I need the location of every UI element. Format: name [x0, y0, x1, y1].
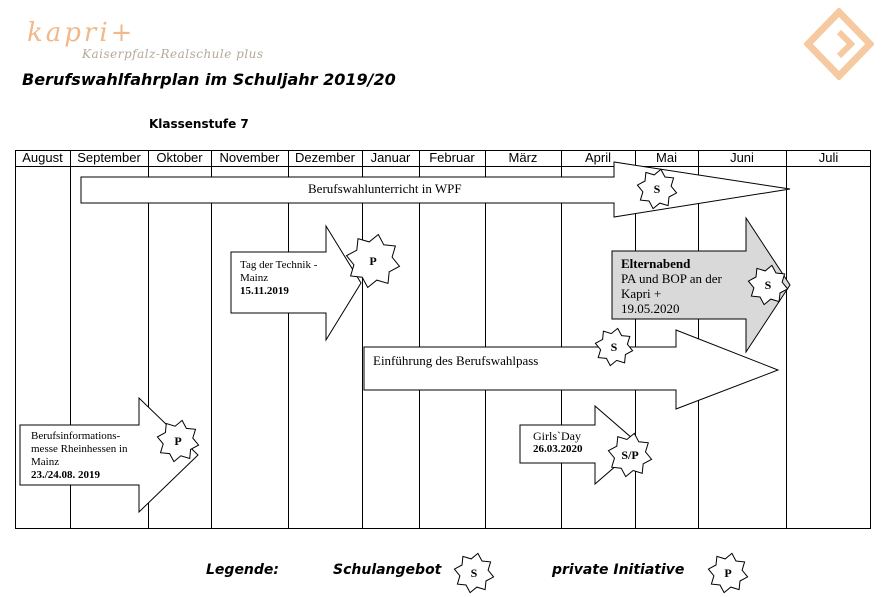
badge-messe-label: P: [174, 434, 181, 448]
arrow-technik: [230, 224, 362, 342]
badge-berufswahlpass-star: [594, 327, 634, 367]
berufswahlpass-label: Einführung des Berufswahlpass: [373, 353, 539, 368]
month-header: September: [77, 150, 141, 165]
month-header: November: [219, 150, 280, 165]
technik-text: Tag der Technik - Mainz 15.11.2019: [240, 259, 318, 297]
elternabend-text: Elternabend PA und BOP an der Kapri + 19…: [621, 256, 722, 316]
school-logo-wordmark: kapri+: [27, 18, 136, 48]
month-header: Juni: [730, 150, 754, 165]
month-header: Mai: [656, 150, 677, 165]
badge-messe-star: [156, 419, 200, 463]
badge-girlsday-label: S/P: [621, 448, 638, 462]
month-header: August: [22, 150, 63, 165]
month-header: April: [584, 150, 611, 165]
month-header: Oktober: [156, 150, 203, 165]
month-header: Juli: [818, 150, 839, 165]
girlsday-text: Girls`Day 26.03.2020: [533, 429, 583, 456]
badge-elternabend-label: S: [765, 278, 772, 292]
messe-text: Berufsinformations- messe Rheinhessen in…: [31, 430, 128, 481]
month-header: Februar: [429, 150, 475, 165]
legend-school-label: Schulangebot: [333, 562, 442, 578]
badge-girlsday-star: [607, 432, 653, 478]
legend-school-badge-label: S: [471, 566, 478, 580]
arrow-messe: [19, 396, 199, 514]
page-title: Berufswahlfahrplan im Schuljahr 2019/20: [22, 70, 396, 89]
month-header: Januar: [370, 150, 411, 165]
arrow-elternabend: [611, 216, 791, 354]
legend-school-badge-star: [453, 552, 495, 594]
timeline-frame: [15, 150, 871, 529]
grade-level-label: Klassenstufe 7: [149, 117, 249, 131]
legend-label: Legende:: [206, 562, 280, 578]
badge-technik-star: [345, 233, 401, 289]
wpf-label: Berufswahlunterricht in WPF: [308, 181, 462, 196]
month-header: März: [508, 150, 538, 165]
school-name: Kaiserpfalz-Realschule plus: [82, 47, 264, 61]
legend-private-badge-label: P: [724, 566, 731, 580]
badge-berufswahlpass-label: S: [611, 340, 618, 354]
month-header: Dezember: [295, 150, 355, 165]
diamond-chevron-icon: [804, 8, 874, 80]
legend-private-label: private Initiative: [552, 562, 685, 578]
arrow-berufswahlpass: [363, 329, 780, 410]
arrow-wpf: [80, 161, 791, 218]
legend-private-badge-star: [707, 552, 749, 594]
badge-wpf-star: [636, 168, 678, 210]
badge-wpf-label: S: [654, 182, 661, 196]
badge-elternabend-star: [747, 264, 789, 306]
badge-technik-label: P: [369, 254, 376, 268]
